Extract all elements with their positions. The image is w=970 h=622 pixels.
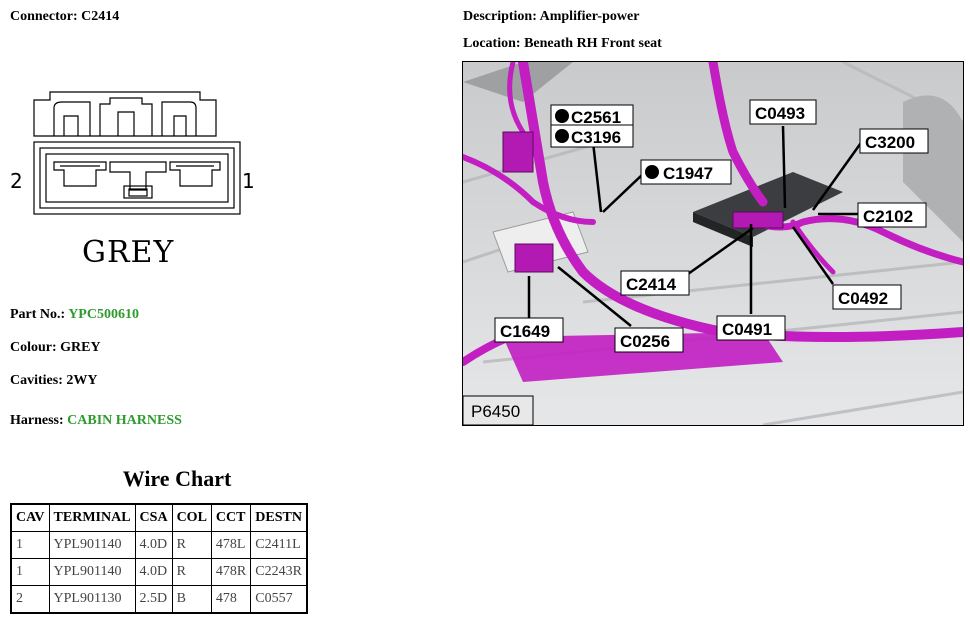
- callout-c3196: C3196: [550, 124, 634, 148]
- location-heading: Location: Beneath RH Front seat: [463, 36, 662, 51]
- cell-destn: C2411L: [250, 531, 308, 559]
- svg-text:C0492: C0492: [838, 289, 888, 308]
- cell-terminal: YPL901140: [48, 558, 136, 586]
- location-photo: C2561 C3196 C1947 C0493 C3200 C2102 C241…: [462, 61, 964, 426]
- svg-text:C2102: C2102: [863, 207, 913, 226]
- cell-cav: 1: [10, 558, 50, 586]
- connector-c2414-body: [732, 211, 784, 229]
- connector-colour-text: GREY: [82, 235, 174, 270]
- svg-text:C3200: C3200: [865, 133, 915, 152]
- callout-c0493: C0493: [749, 99, 817, 125]
- connector-c1649-body: [514, 243, 554, 273]
- svg-text:C0256: C0256: [620, 332, 670, 351]
- col-cav-header: CAV: [10, 503, 50, 532]
- svg-text:C2561: C2561: [571, 108, 621, 127]
- callout-c0492: C0492: [832, 284, 902, 310]
- cell-csa: 4.0D: [134, 531, 173, 559]
- harness-link[interactable]: CABIN HARNESS: [67, 413, 182, 428]
- part-number-link[interactable]: YPC500610: [68, 307, 139, 322]
- photo-reference: P6450: [463, 395, 534, 425]
- wire-chart-table: CAV TERMINAL CSA COL CCT DESTN 1 YPL9011…: [10, 503, 308, 614]
- svg-text:C0491: C0491: [722, 320, 772, 339]
- table-row: 1 YPL901140 4.0D R 478L C2411L: [10, 531, 308, 559]
- callout-c0256: C0256: [614, 327, 684, 353]
- svg-text:C2414: C2414: [626, 275, 677, 294]
- cell-col: R: [171, 531, 212, 559]
- connector-face-drawing: 2 1 GREY: [10, 91, 255, 270]
- table-row: 2 YPL901130 2.5D B 478 C0557: [10, 585, 308, 614]
- description-heading: Description: Amplifier-power: [463, 9, 640, 24]
- callout-c0491: C0491: [716, 315, 786, 341]
- col-terminal-header: TERMINAL: [48, 503, 136, 532]
- cell-cct: 478R: [210, 558, 252, 586]
- svg-text:C0493: C0493: [755, 104, 805, 123]
- cell-col: R: [171, 558, 212, 586]
- colour-line: Colour: GREY: [10, 340, 101, 355]
- cell-cav: 1: [10, 531, 50, 559]
- cabin-harness: [463, 62, 963, 366]
- harness-line: Harness: CABIN HARNESS: [10, 413, 182, 428]
- cell-csa: 4.0D: [134, 558, 173, 586]
- harness-trunk: [503, 332, 783, 382]
- callout-c1649: C1649: [494, 317, 564, 343]
- col-col-header: COL: [171, 503, 212, 532]
- svg-text:C1947: C1947: [663, 164, 713, 183]
- cell-cav: 2: [10, 585, 50, 614]
- svg-text:C3196: C3196: [571, 128, 621, 147]
- col-destn-header: DESTN: [250, 503, 308, 532]
- callout-c2414: C2414: [620, 270, 690, 296]
- table-header-row: CAV TERMINAL CSA COL CCT DESTN: [10, 503, 308, 532]
- connector-c2561-body: [502, 131, 534, 173]
- svg-text:C1649: C1649: [500, 322, 550, 341]
- table-row: 1 YPL901140 4.0D R 478R C2243R: [10, 558, 308, 586]
- cell-destn: C0557: [250, 585, 308, 614]
- part-number-line: Part No.: YPC500610: [10, 307, 139, 322]
- cell-col: B: [171, 585, 212, 614]
- cavities-line: Cavities: 2WY: [10, 373, 98, 388]
- amplifier-body: [693, 172, 843, 237]
- callout-c3200: C3200: [859, 128, 929, 154]
- col-csa-header: CSA: [134, 503, 173, 532]
- cell-cct: 478L: [210, 531, 252, 559]
- pin-2-label: 2: [10, 169, 23, 193]
- pin-1-label: 1: [242, 169, 255, 193]
- col-cct-header: CCT: [210, 503, 252, 532]
- connector-heading: Connector: C2414: [10, 9, 120, 24]
- svg-text:P6450: P6450: [471, 402, 520, 421]
- callout-c1947: C1947: [640, 159, 732, 185]
- cell-terminal: YPL901140: [48, 531, 136, 559]
- callout-c2561: C2561: [550, 104, 634, 128]
- cell-terminal: YPL901130: [48, 585, 136, 614]
- callout-c2102: C2102: [857, 202, 927, 228]
- cell-csa: 2.5D: [134, 585, 173, 614]
- cell-destn: C2243R: [250, 558, 308, 586]
- wire-chart-title: Wire Chart: [122, 466, 232, 491]
- cell-cct: 478: [210, 585, 252, 614]
